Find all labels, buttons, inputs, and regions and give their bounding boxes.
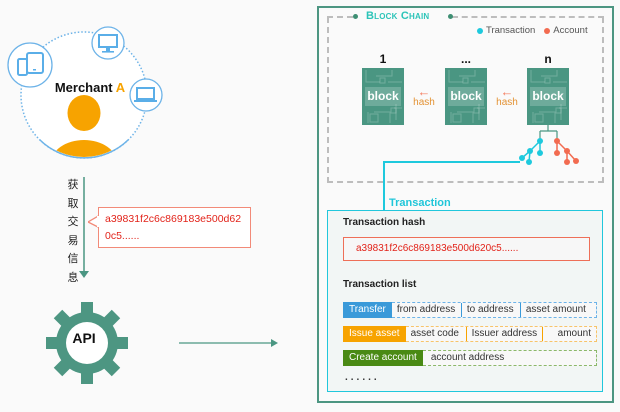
- block-label: block: [448, 87, 484, 106]
- person-icon: [51, 95, 117, 157]
- transaction-row-transfer: Transfer from address to address asset a…: [343, 302, 597, 318]
- transfer-tag: Transfer: [343, 302, 392, 318]
- transaction-row-issue-asset: Issue asset asset code Issuer address am…: [343, 326, 597, 342]
- block-index: ...: [460, 52, 471, 66]
- create-account-fields: account address: [422, 350, 597, 366]
- field: from address: [392, 303, 462, 317]
- hash-label: hash: [496, 97, 518, 108]
- field: asset amount: [525, 304, 586, 315]
- circuit-pattern-icon: [448, 70, 485, 123]
- transaction-hash-field: a39831f2c6c869183e500d620c5......: [343, 237, 590, 261]
- field: amount: [557, 328, 591, 339]
- gear-icon: [46, 302, 128, 384]
- hash-link: ← hash: [492, 84, 522, 108]
- tree-connector: [539, 125, 558, 139]
- left-arrow-icon: ←: [417, 84, 431, 99]
- transaction-link-line: [383, 161, 520, 210]
- frame-dot: [353, 14, 358, 19]
- account-legend-dot: [544, 27, 551, 34]
- hash-label: hash: [413, 97, 435, 108]
- block-n: block: [527, 68, 569, 125]
- down-arrow: [79, 177, 89, 278]
- transaction-hash-label: Transaction hash: [343, 217, 426, 228]
- frame-dot: [448, 14, 453, 19]
- laptop-icon: [129, 78, 163, 112]
- frame-top-dash: [327, 16, 353, 18]
- field: account address: [430, 352, 505, 363]
- block-1: block: [362, 68, 404, 125]
- merchant-name: Merchant A: [50, 80, 130, 95]
- label-char: 获: [67, 179, 79, 191]
- left-arrow-icon: ←: [500, 84, 514, 99]
- more-transactions: ......: [345, 372, 380, 383]
- circuit-pattern-icon: [365, 70, 402, 123]
- transaction-list-label: Transaction list: [343, 279, 417, 290]
- transaction-legend-dot: [477, 27, 483, 34]
- issue-asset-fields: asset code Issuer address amount: [405, 326, 597, 342]
- desktop-monitor-icon: [91, 26, 125, 60]
- legend-account: Account: [553, 25, 588, 36]
- field: asset code: [406, 327, 467, 341]
- label-char: 交: [67, 216, 79, 228]
- field: to address: [462, 303, 521, 317]
- transaction-tree-icon: [519, 138, 543, 165]
- frame-top-dash: [452, 16, 604, 18]
- block-middle: block: [445, 68, 487, 125]
- block-index: n: [544, 52, 552, 66]
- label-char: 息: [67, 271, 79, 284]
- transaction-row-create-account: Create account account address: [343, 350, 597, 366]
- label-char: 取: [67, 197, 79, 210]
- transfer-fields: from address to address asset amount: [391, 302, 597, 318]
- issue-asset-tag: Issue asset: [343, 326, 406, 342]
- account-tree-icon: [554, 138, 579, 165]
- merchant-name-accent: A: [115, 80, 126, 95]
- block-index: 1: [379, 52, 387, 66]
- legend-transaction: Transaction: [486, 25, 536, 36]
- merchant-diagram: [7, 26, 278, 384]
- label-char: 信: [67, 253, 79, 265]
- transaction-title: Transaction: [389, 197, 451, 209]
- merchant-name-text: Merchant: [54, 80, 113, 95]
- callout-pointer-mask: [97, 216, 100, 227]
- block-label: block: [530, 87, 566, 106]
- circuit-pattern-icon: [530, 70, 567, 123]
- api-label: API: [72, 330, 96, 346]
- label-char: 易: [67, 234, 79, 247]
- hash-callout: a39831f2c6c869183e500d620c5......: [98, 207, 251, 248]
- tablet-phone-icon: [7, 42, 53, 88]
- create-account-tag: Create account: [343, 350, 423, 366]
- field: Issuer address: [467, 327, 543, 341]
- api-to-chain-arrow: [179, 339, 278, 347]
- fetch-transaction-info-label: 获 取 交 易 信 息: [66, 176, 80, 287]
- block-label: block: [365, 87, 401, 106]
- legend: Transaction Account: [477, 25, 588, 36]
- block-tree: [383, 125, 579, 210]
- block-chain-frame: [327, 17, 604, 183]
- hash-link: ← hash: [409, 84, 439, 108]
- block-chain-title: Block Chain: [366, 10, 430, 22]
